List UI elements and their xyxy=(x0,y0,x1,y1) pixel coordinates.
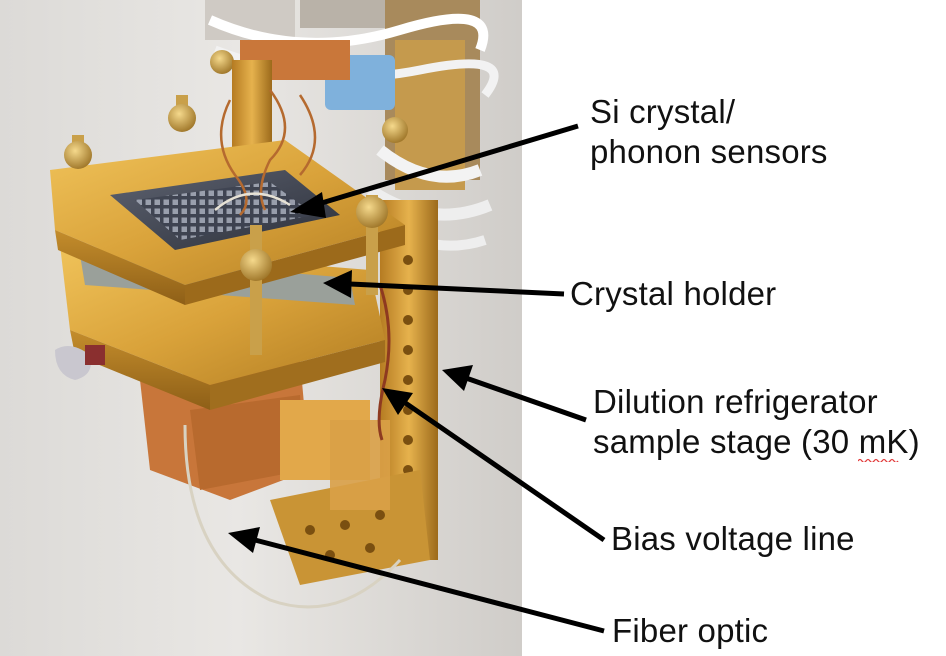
label-fiber-optic: Fiber optic xyxy=(612,612,769,649)
label-crystal-holder: Crystal holder xyxy=(570,275,777,312)
label-si-crystal-line2: phonon sensors xyxy=(590,133,828,170)
label-dilution-line1: Dilution refrigerator xyxy=(593,383,878,420)
spellcheck-underline xyxy=(858,458,899,462)
arrow-si-crystal xyxy=(290,123,579,218)
arrow-dilution-stage xyxy=(442,365,587,423)
crystal-holder-upper xyxy=(50,140,405,305)
sensor-wires xyxy=(214,89,391,441)
arrows xyxy=(228,123,606,634)
arrow-bias-voltage xyxy=(382,388,606,543)
label-panel xyxy=(522,0,946,656)
label-si-crystal-line1: Si crystal/ xyxy=(590,93,736,130)
arrow-fiber-optic xyxy=(228,527,605,634)
label-dilution-stage: Dilution refrigerator sample stage (30 m… xyxy=(593,382,920,462)
screws xyxy=(64,95,388,355)
label-bias-voltage: Bias voltage line xyxy=(611,520,855,557)
arrow-crystal-holder xyxy=(323,270,565,298)
fiber-optic-strand xyxy=(183,424,402,609)
label-dilution-line2: sample stage (30 mK) xyxy=(593,423,920,460)
wiring-bundle xyxy=(205,0,499,251)
side-connector xyxy=(55,345,105,380)
label-si-crystal: Si crystal/ phonon sensors xyxy=(590,92,828,172)
